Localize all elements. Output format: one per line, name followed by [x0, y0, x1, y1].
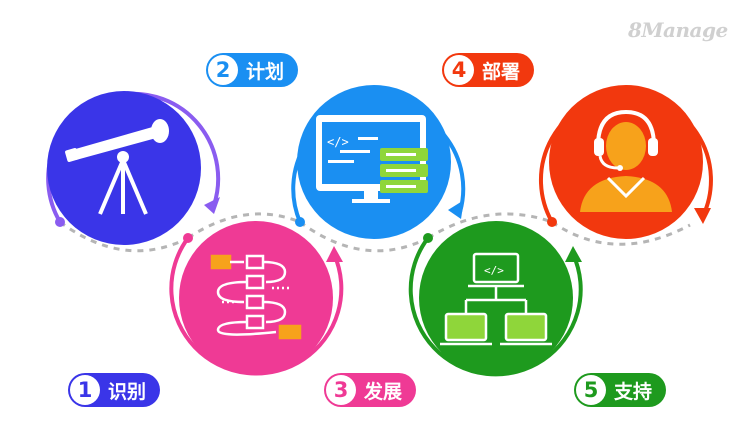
code-tag-text: </>	[484, 264, 504, 277]
step-2-number: 2	[208, 55, 238, 85]
dashed-connector	[59, 212, 691, 253]
step-1-dot	[55, 217, 65, 227]
step-1-label: 1 识别	[68, 373, 161, 407]
network-computers-icon: </>	[440, 252, 552, 346]
step-5-arrow-icon	[565, 246, 582, 262]
brand-watermark: 8Manage	[628, 18, 728, 42]
step-4-arrow-icon	[694, 208, 711, 224]
step-5-text: 支持	[614, 380, 653, 403]
step-5-dot	[423, 233, 433, 243]
step-3-number: 3	[326, 375, 356, 405]
step-4-dot	[547, 217, 557, 227]
telescope-icon	[65, 119, 169, 215]
step-2-arrow-icon	[448, 200, 464, 219]
code-tag-text: </>	[327, 135, 349, 149]
step-4-text: 部署	[482, 60, 521, 83]
step-2-text: 计划	[246, 60, 285, 83]
step-2-label: 2 计划	[206, 53, 299, 87]
step-4-number: 4	[444, 55, 474, 85]
step-2-node: </>	[291, 85, 466, 239]
step-3-text: 发展	[364, 380, 403, 403]
step-3-node	[169, 221, 344, 376]
step-1-number: 1	[70, 375, 100, 405]
step-5-label: 5 支持	[574, 373, 667, 407]
step-5-number: 5	[576, 375, 606, 405]
step-3-label: 3 发展	[324, 373, 417, 407]
monitor-server-icon: </>	[316, 115, 428, 203]
step-5-node: </>	[408, 221, 583, 377]
step-1-text: 识别	[108, 380, 147, 403]
step-3-arrow-icon	[326, 246, 343, 262]
step-1-arrow-icon	[204, 197, 220, 214]
step-3-dot	[183, 233, 193, 243]
headset-agent-icon	[580, 109, 672, 212]
step-3-circle	[179, 221, 333, 375]
step-1-node	[46, 91, 221, 245]
step-4-node	[538, 85, 713, 239]
step-2-dot	[295, 217, 305, 227]
flowchart-icon	[210, 254, 302, 340]
step-4-label: 4 部署	[442, 53, 535, 87]
